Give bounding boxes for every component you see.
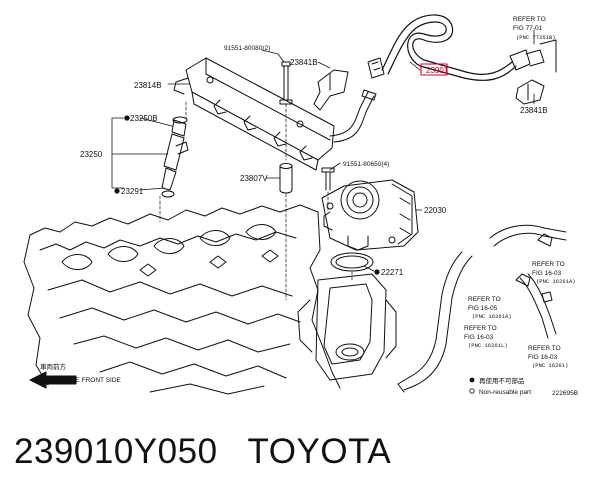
label-23807v: 23807V xyxy=(240,174,268,183)
intake-manifold xyxy=(297,273,397,381)
refer-note-77-01: REFER TO FIG 77-01 (PNC 77251B) xyxy=(513,16,556,41)
injector xyxy=(161,116,189,191)
label-23841b-top: 23841B xyxy=(290,58,318,67)
refer-note-16-03: REFER TO FIG 16-03 (PNC 16261) xyxy=(528,345,568,369)
alignment-dashes xyxy=(159,101,353,301)
svg-text:FIG 16-03: FIG 16-03 xyxy=(464,334,494,341)
label-23250: 23250 xyxy=(80,150,103,159)
fuel-rail xyxy=(173,57,335,171)
label-23291: 23291 xyxy=(121,187,144,196)
brand-name: TOYOTA xyxy=(247,432,392,471)
svg-text:FIG 77-01: FIG 77-01 xyxy=(513,25,543,32)
injector-oring xyxy=(161,190,175,198)
svg-text:(PNC 16261L): (PNC 16261L) xyxy=(468,342,508,349)
throttle-body xyxy=(321,179,419,251)
label-23901: 23901 xyxy=(426,66,449,75)
clip-top xyxy=(313,69,349,111)
label-91551-80080: 91551-80080(2) xyxy=(224,45,270,52)
svg-text:(PNC 77251B): (PNC 77251B) xyxy=(516,34,556,41)
clip-right xyxy=(515,79,545,105)
svg-text:(PNC 16261A): (PNC 16261A) xyxy=(536,278,576,285)
svg-text:(PNC 16261A): (PNC 16261A) xyxy=(472,313,512,320)
front-side-en: VEHICLE FRONT SIDE xyxy=(52,377,122,384)
refer-note-16-03-a: REFER TO FIG 16-03 (PNC 16261A) xyxy=(532,261,576,285)
leader-lines xyxy=(111,29,535,272)
part-number: 239010Y050 xyxy=(14,432,218,471)
highlight-box xyxy=(420,63,448,76)
svg-text:REFER TO: REFER TO xyxy=(513,16,546,23)
refer-note-16-03-l: REFER TO FIG 16-03 (PNC 16261L) xyxy=(464,325,508,349)
coolant-hoses xyxy=(397,224,567,393)
connector-right xyxy=(509,39,557,73)
label-diagram-id: 222695B xyxy=(552,390,578,397)
svg-text:REFER TO: REFER TO xyxy=(528,345,561,352)
svg-text:FIG 16-05: FIG 16-05 xyxy=(468,305,498,312)
part-caption: 239010Y050 TOYOTA xyxy=(14,432,391,472)
fuel-hose xyxy=(381,14,517,81)
svg-text:REFER TO: REFER TO xyxy=(468,296,501,303)
label-91551-80650: 91551-80650(4) xyxy=(343,161,389,168)
label-23814b: 23814B xyxy=(134,81,162,90)
label-23841b-right: 23841B xyxy=(520,106,548,115)
reuse-marker-open xyxy=(469,388,475,394)
nonreusable-markers xyxy=(114,115,475,383)
legend-nonreusable-en: Non-reusable part xyxy=(479,389,531,396)
legend-nonreusable-cn: 再使用不可部品 xyxy=(479,376,525,385)
engine-block xyxy=(23,204,341,395)
label-23250b: 23250B xyxy=(130,114,158,123)
gasket xyxy=(330,252,374,272)
fuel-pipe xyxy=(329,89,377,143)
label-22271: 22271 xyxy=(381,268,404,277)
svg-text:FIG 16-03: FIG 16-03 xyxy=(528,354,558,361)
svg-text:(PNC 16261): (PNC 16261) xyxy=(532,362,568,369)
svg-text:REFER TO: REFER TO xyxy=(464,325,497,332)
spacer xyxy=(279,163,293,194)
label-22030: 22030 xyxy=(424,206,447,215)
svg-text:REFER TO: REFER TO xyxy=(532,261,565,268)
connector-top xyxy=(367,57,385,79)
bolt-throttle xyxy=(321,167,335,191)
refer-note-16-05: REFER TO FIG 16-05 (PNC 16261A) xyxy=(468,296,512,320)
front-arrow-icon xyxy=(29,371,77,389)
front-side-cn: 車両前方 xyxy=(40,362,67,371)
bolt-rail xyxy=(279,61,293,105)
svg-text:FIG 16-03: FIG 16-03 xyxy=(532,270,562,277)
